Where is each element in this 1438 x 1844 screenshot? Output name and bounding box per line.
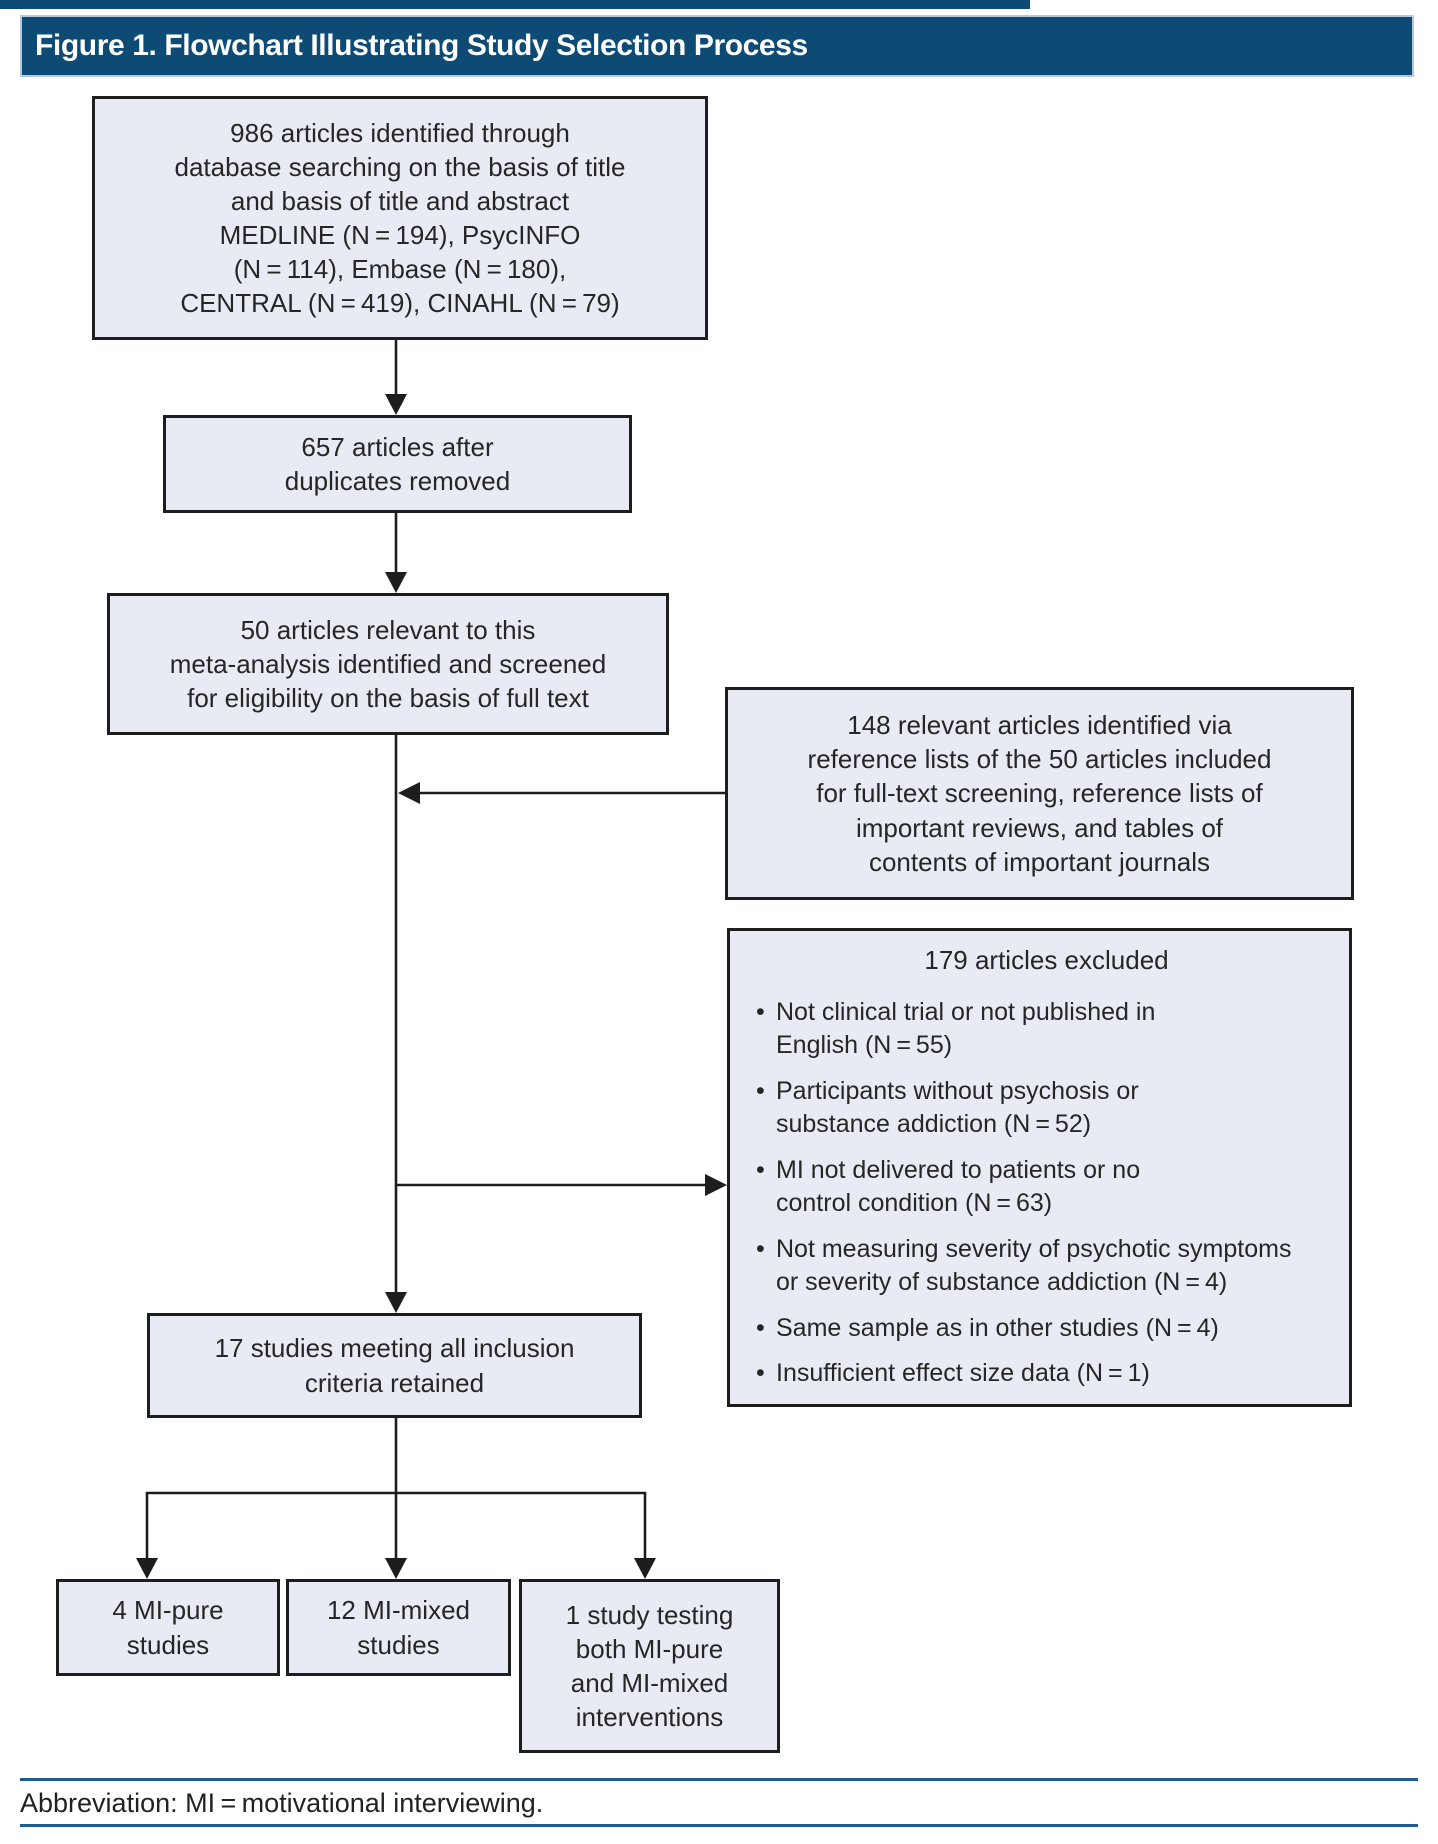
excluded-bullet-4: • Not measuring severity of psychotic sy… [756, 1233, 1337, 1300]
box-articles-excluded: 179 articles excluded • Not clinical tri… [727, 928, 1352, 1407]
excluded-bullet-5-text: Same sample as in other studies (N = 4) [776, 1313, 1219, 1342]
box-mi-mixed-studies: 12 MI-mixed studies [286, 1579, 511, 1676]
box-reference-lists: 148 relevant articles identified via ref… [725, 687, 1354, 900]
excluded-bullet-5: • Same sample as in other studies (N = 4… [756, 1312, 1337, 1346]
excluded-bullet-1-text: Not clinical trial or not published in E… [776, 997, 1156, 1060]
bullet-icon: • [756, 1076, 765, 1105]
figure-title-bar: Figure 1. Flowchart Illustrating Study S… [20, 15, 1414, 77]
arrowhead-into-excluded [705, 1174, 727, 1196]
arrowhead-into-screened [385, 572, 407, 593]
footer-rule-bottom [20, 1824, 1418, 1827]
box-mi-pure-studies-text: 4 MI-pure studies [112, 1595, 224, 1660]
excluded-bullet-4-text: Not measuring severity of psychotic symp… [776, 1234, 1292, 1297]
bullet-icon: • [756, 1313, 765, 1342]
box-articles-identified: 986 articles identified through database… [92, 96, 708, 340]
box-duplicates-removed-text: 657 articles after duplicates removed [284, 431, 511, 496]
excluded-title: 179 articles excluded [924, 945, 1169, 975]
box-both-interventions: 1 study testing both MI-pure and MI-mixe… [519, 1579, 780, 1753]
excluded-bullet-3-text: MI not delivered to patients or no contr… [776, 1155, 1141, 1218]
box-duplicates-removed: 657 articles after duplicates removed [163, 415, 632, 513]
bullet-icon: • [756, 1155, 765, 1184]
arrowhead-into-deduped [385, 394, 407, 415]
excluded-bullet-2: • Participants without psychosis or subs… [756, 1075, 1337, 1142]
arrowhead-into-both [634, 1558, 656, 1579]
abbreviation-note: Abbreviation: MI = motivational intervie… [20, 1788, 544, 1818]
top-strip [0, 0, 1030, 9]
arrowhead-into-retained [385, 1292, 407, 1313]
excluded-bullet-6-text: Insufficient effect size data (N = 1) [776, 1359, 1150, 1388]
box-mi-pure-studies: 4 MI-pure studies [56, 1579, 280, 1676]
arrowhead-into-axis [398, 782, 420, 804]
box-reference-lists-text: 148 relevant articles identified via ref… [807, 710, 1272, 877]
box-both-interventions-text: 1 study testing both MI-pure and MI-mixe… [565, 1599, 734, 1733]
box-mi-mixed-studies-text: 12 MI-mixed studies [326, 1595, 471, 1660]
bullet-icon: • [756, 997, 765, 1026]
figure-title: Figure 1. Flowchart Illustrating Study S… [35, 29, 808, 62]
box-inclusion-retained-text: 17 studies meeting all inclusion criteri… [214, 1333, 575, 1398]
arrowhead-into-mi-mixed [385, 1558, 407, 1579]
bullet-icon: • [756, 1359, 765, 1388]
excluded-bullet-3: • MI not delivered to patients or no con… [756, 1154, 1337, 1221]
footer-rule-top [20, 1778, 1418, 1781]
bullet-icon: • [756, 1234, 765, 1263]
excluded-bullet-6: • Insufficient effect size data (N = 1) [756, 1357, 1337, 1391]
box-full-text-screened-text: 50 articles relevant to this meta-analys… [169, 614, 607, 714]
box-articles-identified-text: 986 articles identified through database… [174, 117, 626, 319]
box-full-text-screened: 50 articles relevant to this meta-analys… [107, 593, 669, 735]
excluded-bullet-2-text: Participants without psychosis or substa… [776, 1076, 1139, 1139]
excluded-bullet-1: • Not clinical trial or not published in… [756, 996, 1337, 1063]
arrowhead-into-mi-pure [136, 1558, 158, 1579]
box-inclusion-retained: 17 studies meeting all inclusion criteri… [147, 1313, 642, 1418]
